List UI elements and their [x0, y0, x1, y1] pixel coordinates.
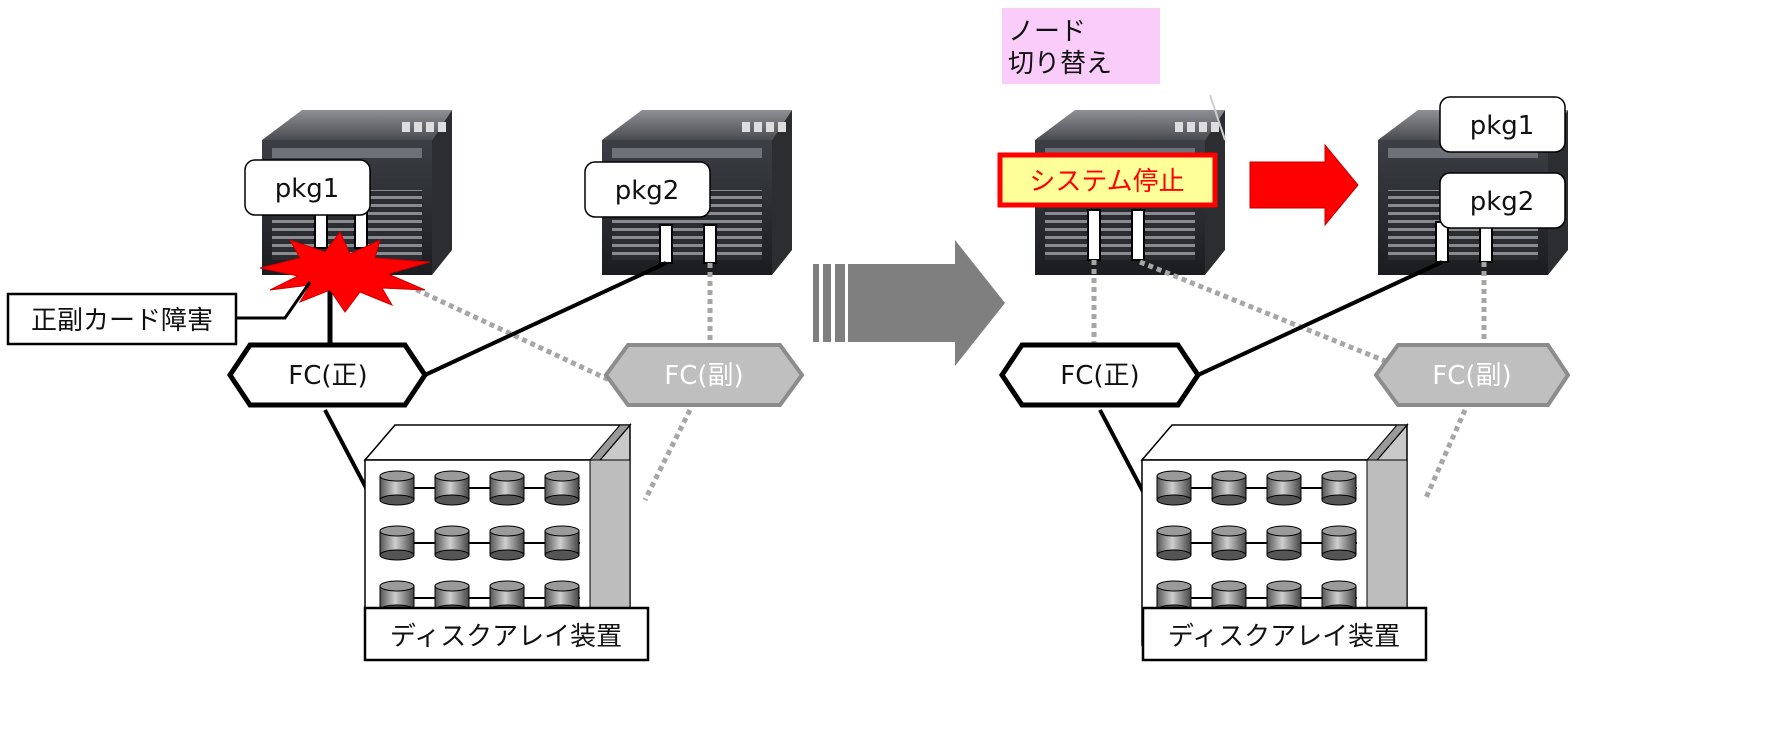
right-panel: ノード 切り替え システム停止 pkg1 pkg2: [997, 8, 1571, 662]
fc-port: [1087, 209, 1101, 261]
disk-label-box: [363, 606, 650, 662]
transition-arrow-icon: [813, 240, 1005, 366]
link-fc2-disk: [1422, 408, 1468, 502]
failover-arrow-icon: [1249, 143, 1359, 227]
failure-label: 正副カード障害: [31, 306, 213, 336]
disk-label-box: [1141, 606, 1428, 662]
disk-array-image: [1141, 424, 1408, 646]
pkg1-label: pkg1: [1470, 111, 1535, 141]
fc-port: [1131, 209, 1145, 261]
pkg1-box: [1439, 96, 1566, 153]
pkg2-box: [1439, 172, 1566, 229]
fc-primary-label: FC(正): [1060, 361, 1139, 391]
failure-burst-icon: [259, 231, 431, 313]
pkg2-box: [584, 161, 711, 218]
failure-label-box: [6, 292, 238, 346]
link-secondary-dotted: [1139, 259, 1396, 368]
fc-secondary-label: FC(副): [664, 361, 743, 391]
node-switch-line1: ノード: [1008, 17, 1086, 47]
fc-secondary-node: [603, 343, 805, 407]
left-panel: pkg1 pkg2 正副カード障害 FC(正) FC(副): [6, 110, 805, 662]
pkg1-box: [244, 159, 371, 216]
fc-port: [659, 224, 673, 264]
failure-callout-line: [236, 281, 312, 320]
disk-label: ディスクアレイ装置: [1168, 622, 1400, 652]
link-pkg2-primary: [424, 261, 667, 377]
pkg1-label: pkg1: [275, 174, 340, 204]
system-stop-badge: [997, 152, 1218, 208]
node-switch-line2: 切り替え: [1008, 49, 1112, 79]
disk-label: ディスクアレイ装置: [390, 622, 622, 652]
fc-secondary-node: [1373, 343, 1571, 407]
pkg2-label: pkg2: [615, 176, 680, 206]
node-switch-note: [1002, 8, 1160, 84]
link-fc2-disk: [642, 408, 693, 502]
disk-array-image: [364, 424, 631, 646]
divider-line: [1209, 94, 1226, 141]
fc-primary-node: [226, 342, 429, 408]
fc-primary-label: FC(正): [288, 361, 367, 391]
fc-primary-node: [998, 342, 1202, 408]
system-stop-label: システム停止: [1029, 167, 1184, 197]
link-pkg-primary: [1197, 260, 1443, 377]
fc-port: [703, 224, 717, 264]
pkg2-label: pkg2: [1470, 187, 1535, 217]
fc-secondary-label: FC(副): [1432, 361, 1511, 391]
